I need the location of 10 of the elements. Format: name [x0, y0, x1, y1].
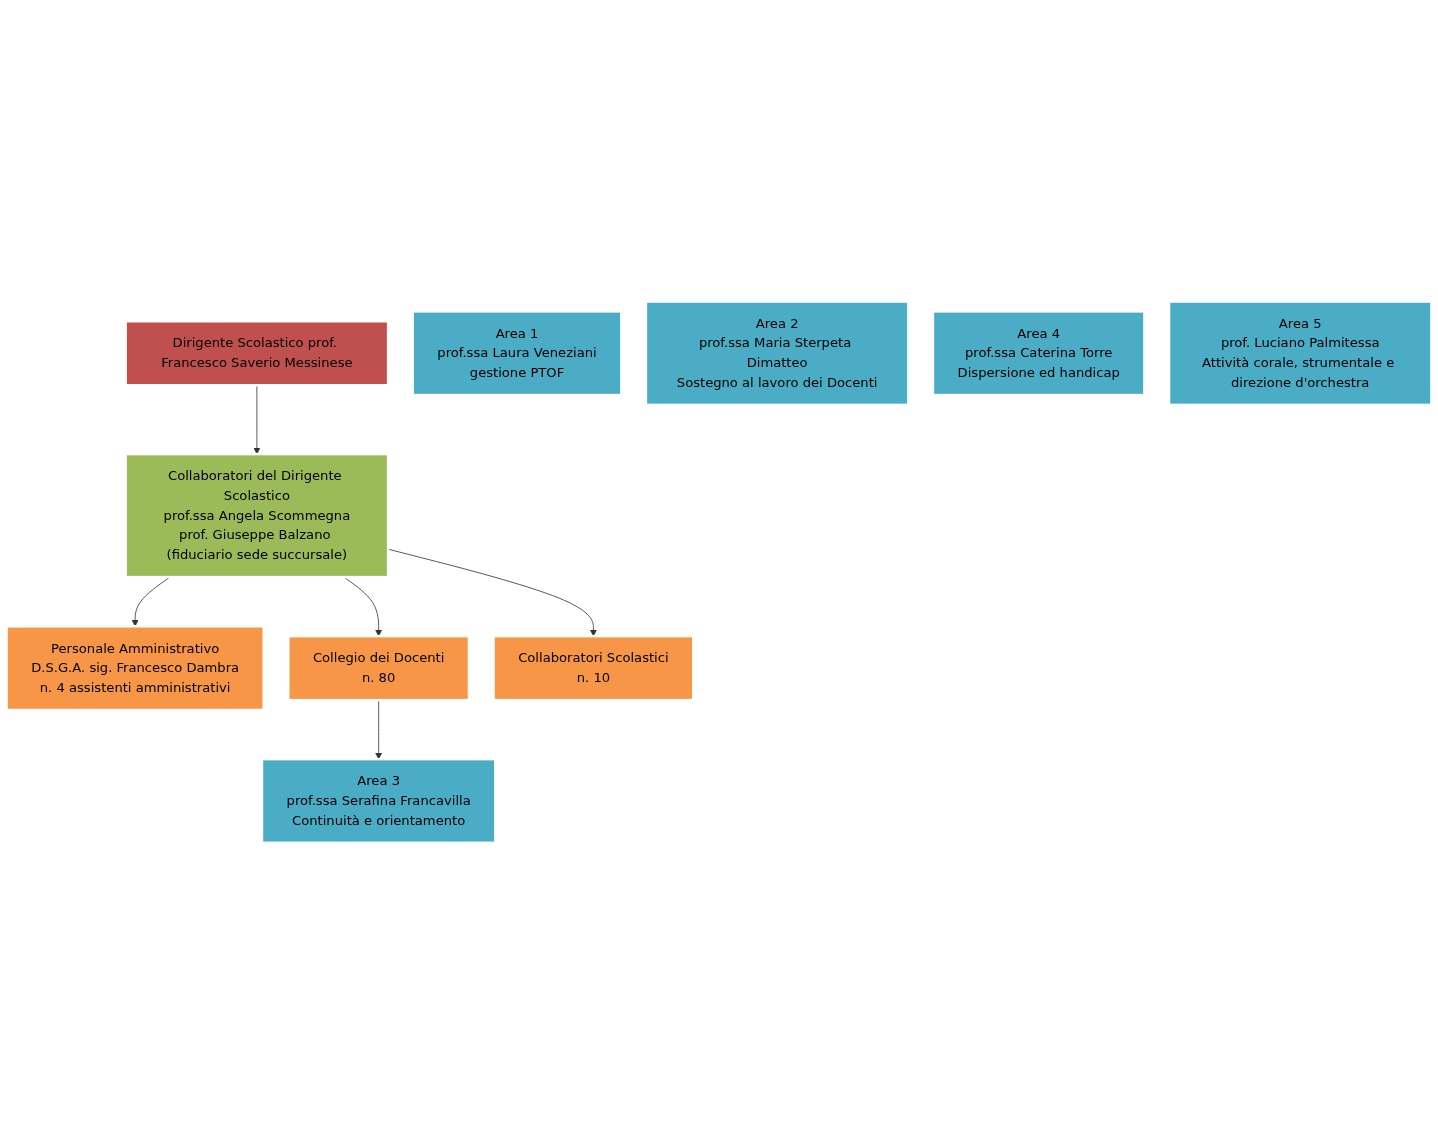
node-box: Collaboratori del Dirigente Scolastico prof.ssa Angela Scommegna prof. Giuseppe Balzano (fiduciario sede succursale): [124, 452, 390, 579]
node-box: Area 1 prof.ssa Laura Veneziani gestione PTOF: [411, 309, 623, 397]
node-box: Area 2 prof.ssa Maria Sterpeta Dimatteo Sostegno al lavoro dei Docenti: [644, 300, 910, 406]
node-box: Collegio dei Docenti n. 80: [287, 634, 471, 702]
node-box: Area 5 prof. Luciano Palmitessa Attività corale, strumentale e direzione d'orchestra: [1167, 300, 1433, 406]
node-box: Personale Amministrativo D.S.G.A. sig. Francesco Dambra n. 4 assistenti amministrativi: [5, 624, 265, 711]
node-box: Collaboratori Scolastici n. 10: [492, 634, 695, 702]
node-box: Dirigente Scolastico prof. Francesco Saverio Messinese: [124, 319, 390, 387]
node-box: Area 4 prof.ssa Caterina Torre Dispersione ed handicap: [931, 309, 1146, 397]
node-box: Area 3 prof.ssa Serafina Francavilla Continuità e orientamento: [260, 757, 497, 844]
